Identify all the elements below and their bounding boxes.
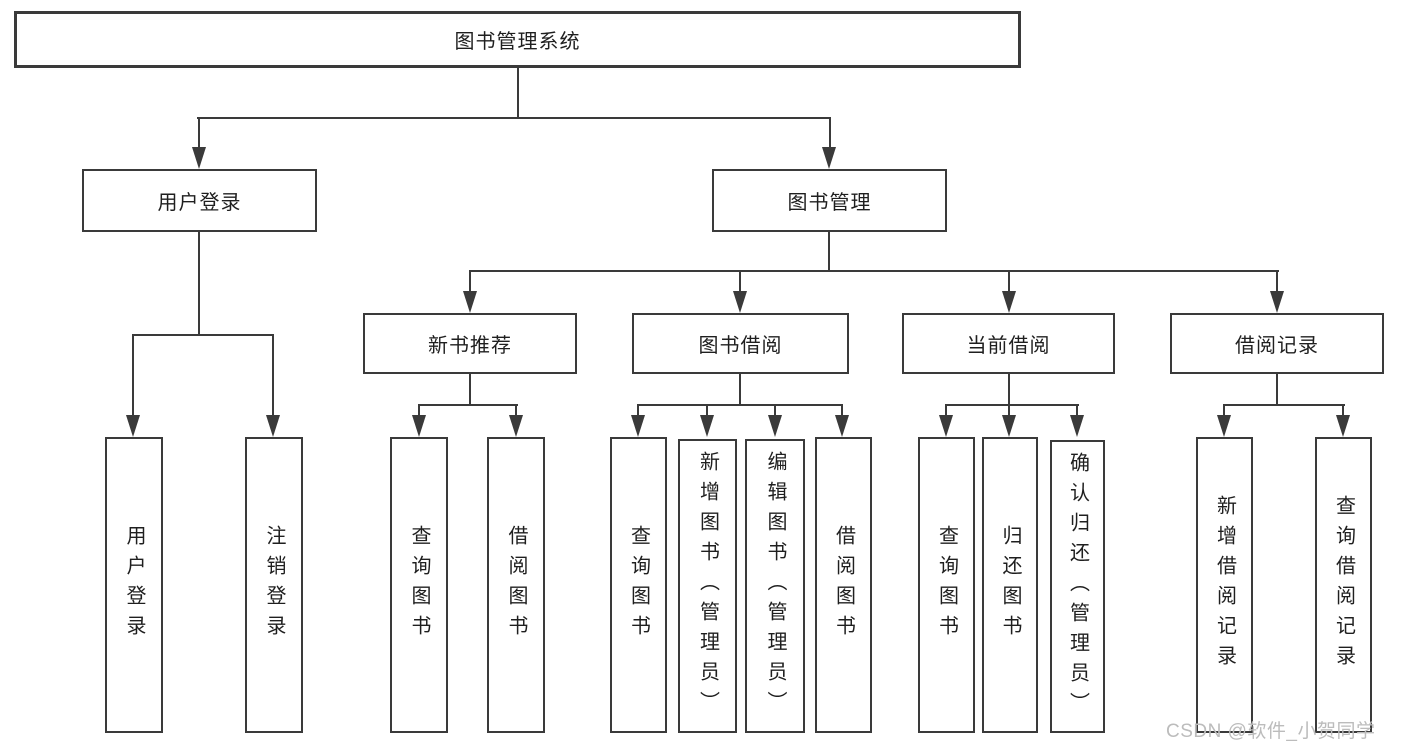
leaf-label: 注销登录 xyxy=(263,525,285,645)
leaf-label: 查询图书 xyxy=(935,525,958,645)
arrowhead-leaf-logout xyxy=(266,415,280,437)
arrowhead xyxy=(631,415,645,437)
arrowhead-user-login xyxy=(192,147,206,169)
arrowhead-borrow-records xyxy=(1270,291,1284,313)
node-label: 图书借阅 xyxy=(698,335,783,357)
connector-current-borrow-rail xyxy=(945,404,1079,406)
leaf-search-books-borrow: 查询图书 xyxy=(610,437,667,733)
arrowhead xyxy=(835,415,849,437)
leaf-add-books-admin: 新增图书（管理员） xyxy=(678,439,737,733)
connector-new-book-stem xyxy=(469,374,471,406)
connector-drop xyxy=(1342,404,1344,416)
connector-book-management-rail xyxy=(469,270,1279,272)
node-label: 当前借阅 xyxy=(966,335,1051,357)
leaf-label: 借阅图书 xyxy=(505,525,527,645)
connector-drop xyxy=(945,404,947,416)
arrowhead-book-management xyxy=(822,147,836,169)
node-new-book-recommend: 新书推荐 xyxy=(363,313,577,374)
connector-drop xyxy=(841,404,843,416)
leaf-label: 查询图书 xyxy=(627,525,650,645)
leaf-add-borrow-record: 新增借阅记录 xyxy=(1196,437,1253,733)
arrowhead xyxy=(1217,415,1231,437)
leaf-confirm-return-admin: 确认归还（管理员） xyxy=(1050,440,1105,733)
connector-current-borrow-stem xyxy=(1008,374,1010,406)
connector-drop-leaf-user-login xyxy=(132,334,134,416)
node-label: 图书管理 xyxy=(787,192,872,214)
connector-book-borrow-rail xyxy=(637,404,843,406)
connector-drop xyxy=(706,404,708,416)
arrowhead-new-book xyxy=(463,291,477,313)
connector-borrow-records-stem xyxy=(1276,374,1278,406)
leaf-label: 编辑图书（管理员） xyxy=(764,451,786,721)
leaf-label: 借阅图书 xyxy=(832,525,855,645)
connector-drop-borrow-records xyxy=(1276,270,1278,292)
arrowhead xyxy=(1336,415,1350,437)
leaf-search-borrow-record: 查询借阅记录 xyxy=(1315,437,1372,733)
connector-root-stem xyxy=(517,68,519,119)
leaf-label: 用户登录 xyxy=(123,525,145,645)
leaf-label: 查询图书 xyxy=(408,525,430,645)
node-current-borrow: 当前借阅 xyxy=(902,313,1115,374)
arrowhead xyxy=(768,415,782,437)
arrowhead-current-borrow xyxy=(1002,291,1016,313)
connector-root-rail xyxy=(197,117,831,119)
arrowhead xyxy=(1002,415,1016,437)
connector-drop xyxy=(1008,404,1010,416)
connector-new-book-rail xyxy=(418,404,518,406)
connector-drop-leaf-logout xyxy=(272,334,274,416)
connector-drop-book-management xyxy=(829,117,831,148)
connector-drop xyxy=(1076,404,1078,416)
connector-drop xyxy=(774,404,776,416)
node-label: 用户登录 xyxy=(157,192,242,214)
connector-borrow-records-rail xyxy=(1223,404,1345,406)
leaf-label: 查询借阅记录 xyxy=(1332,495,1355,675)
node-book-management: 图书管理 xyxy=(712,169,947,232)
connector-drop xyxy=(515,404,517,416)
connector-drop-current-borrow xyxy=(1008,270,1010,292)
leaf-label: 确认归还（管理员） xyxy=(1066,451,1089,722)
csdn-watermark: CSDN @软件_小贺同学 xyxy=(1166,721,1376,742)
leaf-edit-books-admin: 编辑图书（管理员） xyxy=(745,439,805,733)
leaf-user-login: 用户登录 xyxy=(105,437,163,733)
connector-book-borrow-stem xyxy=(739,374,741,406)
node-label: 借阅记录 xyxy=(1235,335,1319,357)
connector-drop xyxy=(1223,404,1225,416)
leaf-logout: 注销登录 xyxy=(245,437,303,733)
node-label: 新书推荐 xyxy=(428,335,512,357)
connector-drop xyxy=(418,404,420,416)
connector-drop xyxy=(637,404,639,416)
leaf-label: 新增图书（管理员） xyxy=(696,451,719,721)
node-book-borrow: 图书借阅 xyxy=(632,313,849,374)
node-user-login: 用户登录 xyxy=(82,169,317,232)
node-label: 图书管理系统 xyxy=(454,31,581,53)
connector-drop-user-login xyxy=(198,117,200,148)
node-borrow-records: 借阅记录 xyxy=(1170,313,1384,374)
arrowhead-book-borrow xyxy=(733,291,747,313)
connector-drop-new-book xyxy=(469,270,471,292)
arrowhead-leaf-user-login xyxy=(126,415,140,437)
arrowhead xyxy=(509,415,523,437)
leaf-return-books: 归还图书 xyxy=(982,437,1038,733)
arrowhead xyxy=(939,415,953,437)
connector-user-login-rail xyxy=(132,334,274,336)
leaf-label: 新增借阅记录 xyxy=(1213,495,1236,675)
leaf-borrow-books-recommend: 借阅图书 xyxy=(487,437,545,733)
leaf-search-books-current: 查询图书 xyxy=(918,437,975,733)
leaf-label: 归还图书 xyxy=(999,525,1021,645)
leaf-borrow-books: 借阅图书 xyxy=(815,437,872,733)
connector-drop-book-borrow xyxy=(739,270,741,292)
arrowhead xyxy=(412,415,426,437)
arrowhead xyxy=(700,415,714,437)
node-book-management-system: 图书管理系统 xyxy=(14,11,1021,68)
leaf-search-books-recommend: 查询图书 xyxy=(390,437,448,733)
connector-user-login-stem xyxy=(198,232,200,336)
connector-book-management-stem xyxy=(828,232,830,272)
arrowhead xyxy=(1070,415,1084,437)
